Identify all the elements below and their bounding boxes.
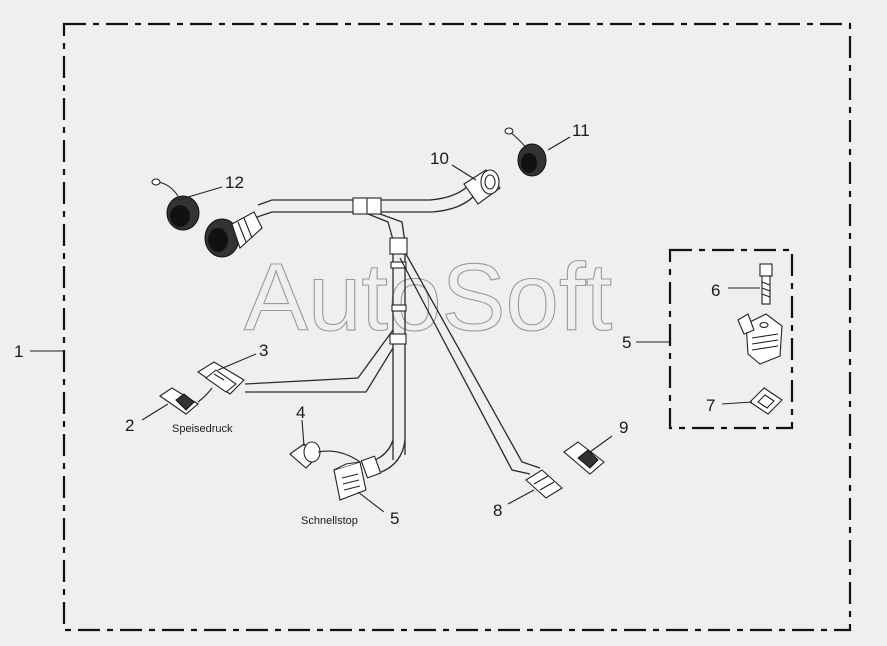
callout-5: 5 [390, 509, 399, 528]
callout-11: 11 [572, 121, 590, 140]
cap-11 [504, 127, 547, 177]
callout-1: 1 [14, 342, 23, 361]
connector-3 [196, 361, 245, 395]
callout-4: 4 [296, 403, 305, 422]
callout-3: 3 [259, 341, 268, 360]
plug-4 [289, 441, 361, 469]
gasket-7 [749, 387, 783, 415]
solenoid-5-detail [737, 313, 783, 365]
connector-12-body [204, 211, 263, 258]
assembly-frame [62, 22, 852, 632]
connector-8 [525, 469, 563, 499]
harness-trunk [244, 185, 541, 479]
watermark: AutoSoft [244, 244, 612, 351]
sensor-2 [159, 387, 213, 415]
bolt-6 [759, 263, 773, 305]
caption-speisedruck: Speisedruck [172, 423, 233, 435]
callout-5-detail: 5 [622, 333, 631, 352]
caption-schnellstop: Schnellstop [301, 515, 358, 527]
connector-9 [563, 441, 605, 475]
callout-6: 6 [711, 281, 720, 300]
callout-10: 10 [430, 149, 449, 168]
callout-2: 2 [125, 416, 134, 435]
callout-9: 9 [619, 418, 628, 437]
callout-7: 7 [706, 396, 715, 415]
detail-frame [668, 248, 794, 430]
socket-10 [463, 169, 501, 205]
solenoid-5 [333, 461, 367, 501]
callout-8: 8 [493, 501, 502, 520]
callout-12: 12 [225, 173, 244, 192]
cap-12 [151, 178, 200, 231]
